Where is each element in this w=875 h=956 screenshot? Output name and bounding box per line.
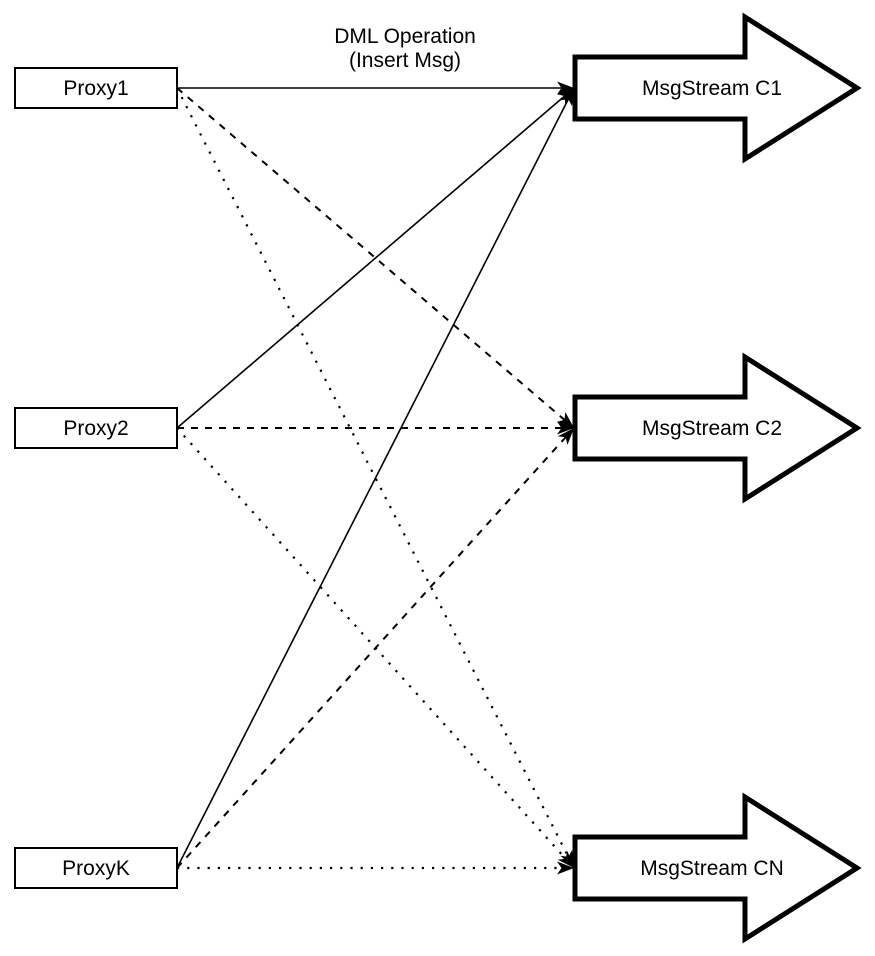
stream-label-c1: MsgStream C1 [642, 77, 782, 100]
connection-proxy2-to-c1 [176, 87, 575, 429]
msgstream-arrow-cn [572, 792, 862, 944]
dml-operation-label-line2: (Insert Msg) [349, 49, 461, 72]
proxy-node-proxy1 [14, 67, 178, 109]
msgstream-arrow-c1 [572, 12, 862, 164]
proxy-node-proxy2 [14, 407, 178, 449]
proxy-label-proxyk: ProxyK [62, 857, 130, 880]
stream-label-c2: MsgStream C2 [642, 417, 782, 440]
connection-proxy2-to-cn [176, 427, 575, 869]
stream-label-cn: MsgStream CN [640, 857, 784, 880]
connection-proxyk-to-c1 [176, 87, 575, 869]
proxy-label-proxy2: Proxy2 [63, 417, 128, 440]
proxy-node-proxyk [14, 847, 178, 889]
proxy-label-proxy1: Proxy1 [63, 77, 128, 100]
msgstream-arrow-c2 [572, 352, 862, 504]
connection-proxy1-to-c2 [176, 87, 575, 429]
connections-layer [176, 81, 575, 875]
dml-operation-label-line1: DML Operation [334, 25, 476, 48]
